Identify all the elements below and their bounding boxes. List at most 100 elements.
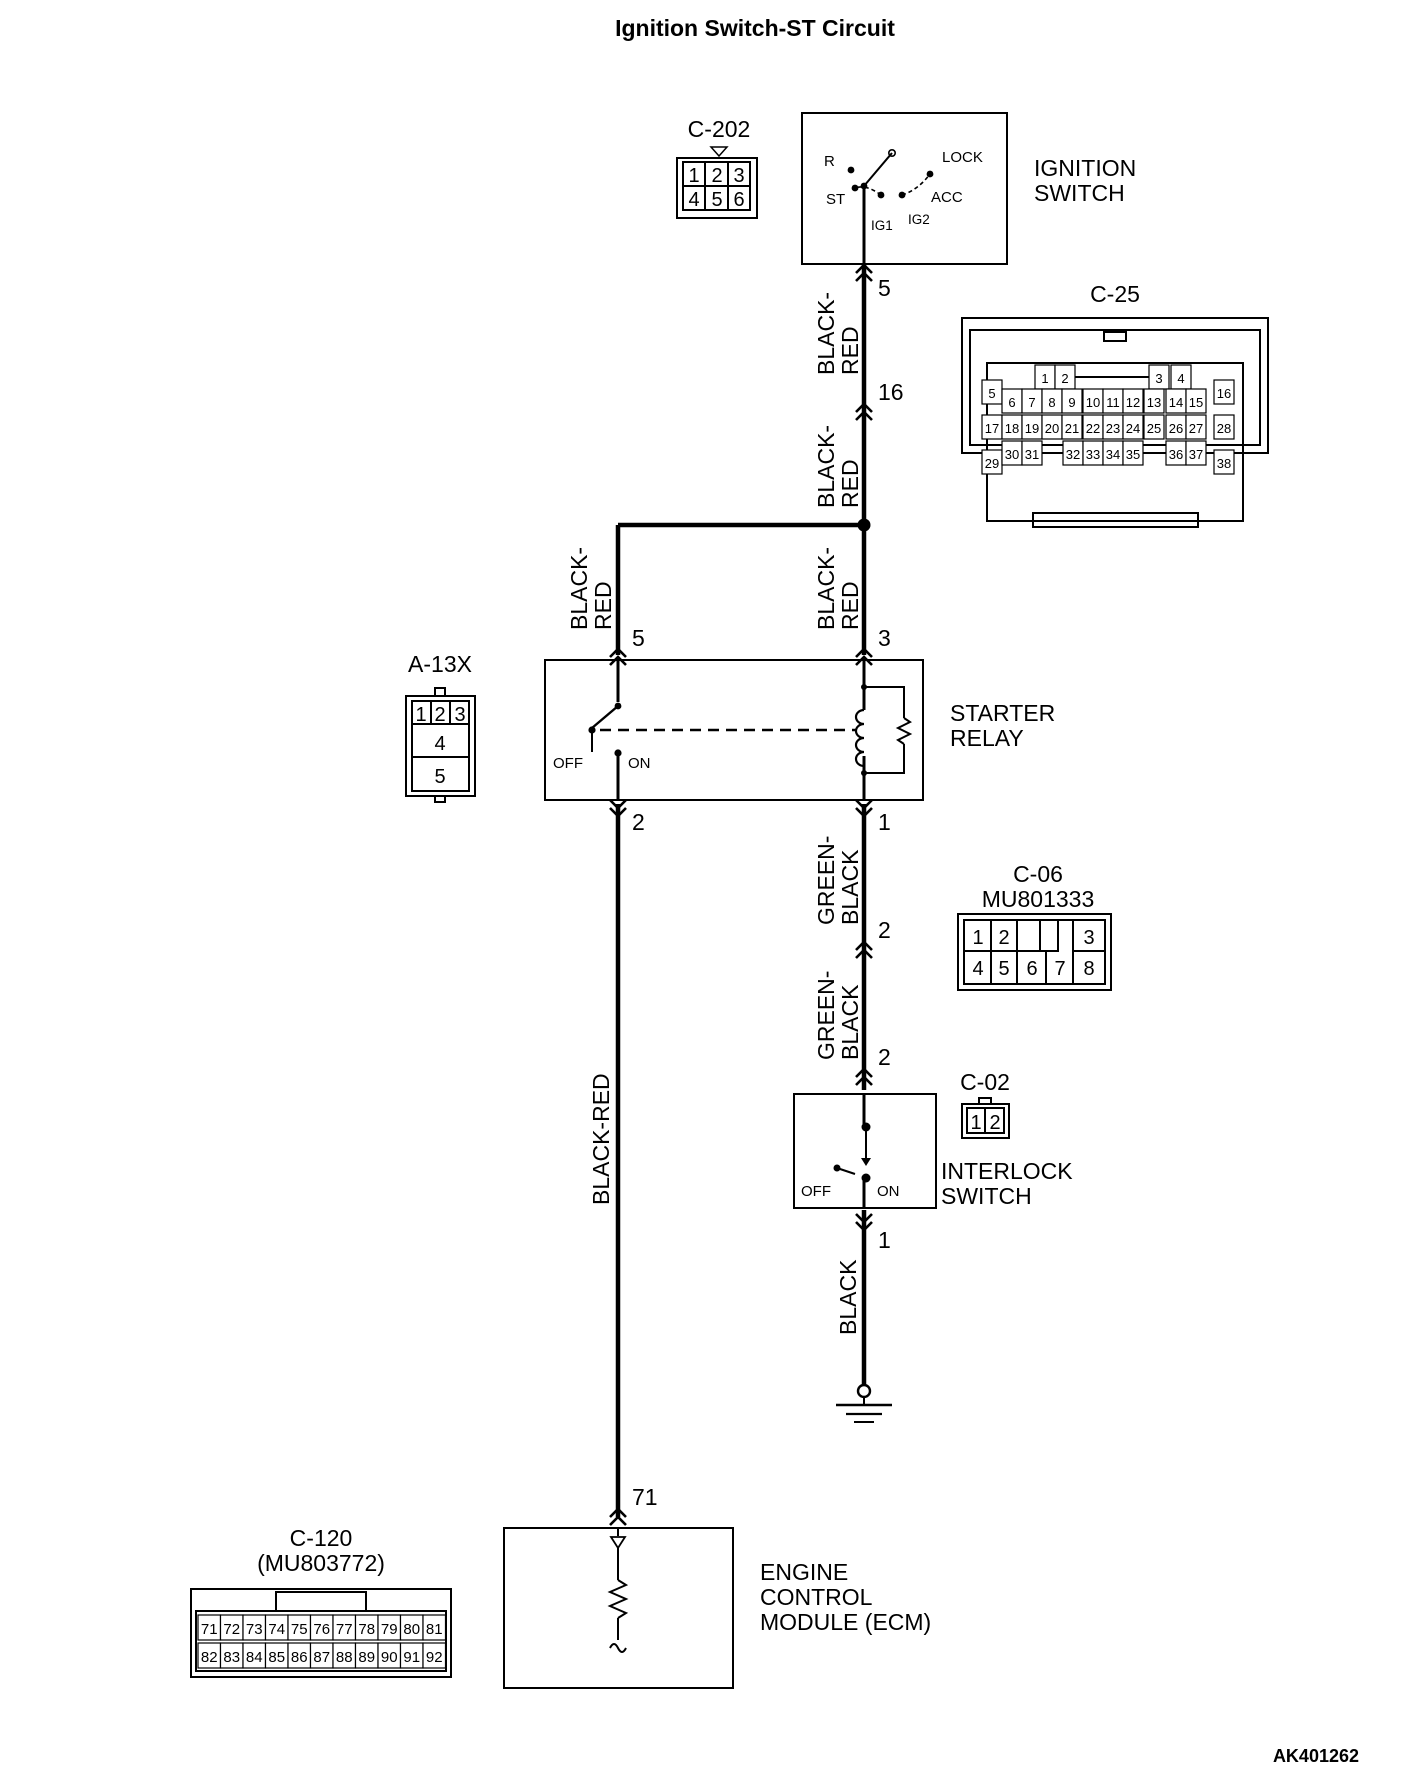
interlock-arrow	[861, 1158, 871, 1166]
ignition-switch-name-2: SWITCH	[1034, 180, 1125, 206]
marker-relay2-bottom	[609, 807, 627, 818]
c25-pin: 17	[985, 421, 999, 436]
ign-pos-st: ST	[826, 191, 845, 208]
c06-pin: 3	[1083, 927, 1094, 949]
marker-interlock-in-top	[855, 1067, 873, 1078]
engine-control-module: ENGINE CONTROL MODULE (ECM)	[503, 1527, 931, 1689]
c25-pin: 13	[1147, 395, 1161, 410]
c25-pin: 23	[1106, 421, 1120, 436]
marker-interlock-out-bottom	[855, 1221, 873, 1232]
c02-label: C-02	[960, 1069, 1010, 1095]
c25-pin: 8	[1048, 395, 1055, 410]
wire-label-relay2-ecm: BLACK-RED	[588, 1073, 614, 1205]
pin-interlock-in: 2	[878, 1044, 891, 1070]
wire-label-splice-relay5-2: RED	[590, 581, 616, 630]
c25-pin: 34	[1106, 447, 1120, 462]
c25-cell	[1122, 440, 1144, 466]
relay-sw-blade	[591, 705, 619, 729]
a13x-pin: 3	[454, 704, 465, 726]
connector-c202: C-202 1 2 3 4 5 6	[676, 116, 758, 219]
c06-pin: 6	[1026, 958, 1037, 980]
c25-pin: 22	[1086, 421, 1100, 436]
pin-relay-5: 5	[632, 625, 645, 651]
c25-cell	[1061, 414, 1083, 440]
c25-pin: 25	[1147, 421, 1161, 436]
c06-label: C-06	[1013, 861, 1063, 887]
c25-pin: 16	[1217, 386, 1231, 401]
c120-pin: 75	[291, 1621, 308, 1638]
a13x-inner	[411, 700, 470, 792]
ignition-switch-name-1: IGNITION	[1034, 155, 1136, 181]
starter-relay-name-2: RELAY	[950, 725, 1024, 751]
splice-dot	[857, 518, 871, 532]
c120-part: (MU803772)	[257, 1550, 385, 1576]
wire-label-c25-splice-1: BLACK-	[813, 425, 839, 508]
pin-ecm: 71	[632, 1484, 658, 1510]
c25-pin: 24	[1126, 421, 1140, 436]
c120-pin: 78	[358, 1621, 375, 1638]
c202-key	[709, 146, 729, 158]
pin-relay-1: 1	[878, 809, 891, 835]
c25-pin: 38	[1217, 456, 1231, 471]
c120-label: C-120	[290, 1525, 353, 1551]
c202-pin: 4	[688, 189, 699, 211]
c120-pin: 83	[223, 1649, 240, 1666]
pin-relay-3: 3	[878, 625, 891, 651]
marker-relay3-top	[855, 647, 873, 658]
c25-pin: 5	[988, 386, 995, 401]
c25-pin: 30	[1005, 447, 1019, 462]
c120-pin: 85	[268, 1649, 285, 1666]
c120-pin: 76	[313, 1621, 330, 1638]
c25-pin: 32	[1066, 447, 1080, 462]
c25-pin: 9	[1068, 395, 1075, 410]
c25-cell	[1185, 414, 1207, 440]
c25-pin: 6	[1008, 395, 1015, 410]
relay-resistor-lead-top	[864, 686, 905, 718]
pin-relay-2: 2	[632, 809, 645, 835]
a13x-pin: 2	[434, 704, 445, 726]
connector-a13x: A-13X 1 2 3 4 5	[405, 651, 476, 803]
pin-ign-out: 5	[878, 275, 891, 301]
c202-pin: 6	[733, 189, 744, 211]
c02-body	[961, 1103, 1010, 1139]
c120-pin: 89	[358, 1649, 375, 1666]
c120-latch	[275, 1591, 367, 1612]
interlock-switch: OFF ON INTERLOCK SWITCH	[793, 1093, 1073, 1209]
c120-pin: 90	[381, 1649, 398, 1666]
marker-interlock-in-bottom	[855, 1075, 873, 1086]
c120-pin: 71	[201, 1621, 218, 1638]
c25-pin: 15	[1189, 395, 1203, 410]
pin-c06: 2	[878, 917, 891, 943]
marker-relay1-bottom	[855, 807, 873, 818]
c25-cell	[1213, 414, 1235, 440]
c25-pin: 18	[1005, 421, 1019, 436]
c25-pin: 10	[1086, 395, 1100, 410]
c120-pin: 84	[246, 1649, 263, 1666]
c120-body	[190, 1588, 452, 1678]
c25-pin: 36	[1169, 447, 1183, 462]
interlock-switch-name-2: SWITCH	[941, 1183, 1032, 1209]
c120-pin: 73	[246, 1621, 263, 1638]
c25-face	[986, 362, 1244, 522]
c25-pin: 26	[1169, 421, 1183, 436]
wire-label-ign-c25-2: RED	[837, 326, 863, 375]
c25-pin: 14	[1169, 395, 1183, 410]
c25-skirt	[1032, 512, 1199, 528]
c120-pin: 82	[201, 1649, 218, 1666]
wire-label-relay1-c06-2: BLACK	[837, 849, 863, 925]
marker-ecm-bottom	[609, 1515, 627, 1526]
c25-cell	[1122, 388, 1144, 414]
ecm-resistor	[607, 1579, 629, 1619]
marker-c25-bottom	[855, 410, 873, 421]
ign-pos-ig1: IG1	[871, 218, 893, 233]
ecm-name-2: CONTROL	[760, 1584, 873, 1610]
c202-body	[676, 157, 758, 219]
wire-label-c06-interlock-1: GREEN-	[813, 971, 839, 1060]
relay-resistor	[895, 717, 913, 745]
a13x-label: A-13X	[408, 651, 472, 677]
wire-label-relay1-c06-1: GREEN-	[813, 836, 839, 925]
c25-pin: 20	[1045, 421, 1059, 436]
c25-pin: 35	[1126, 447, 1140, 462]
